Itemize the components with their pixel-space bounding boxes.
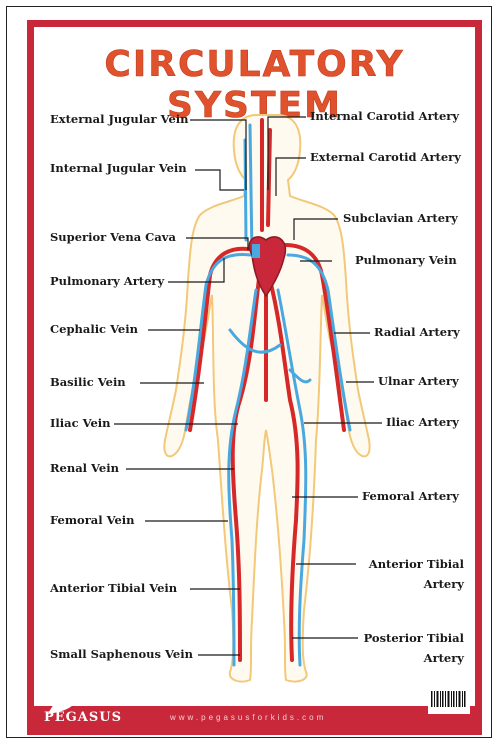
label-posterior-tibial-line1: Posterior Tibial bbox=[362, 628, 464, 648]
label-radial-artery: Radial Artery bbox=[374, 325, 460, 339]
label-iliac-artery: Iliac Artery bbox=[386, 415, 459, 429]
label-anterior-tibial-line2: Artery bbox=[364, 574, 464, 594]
label-basilic-vein: Basilic Vein bbox=[50, 375, 126, 389]
label-posterior-tibial-line2: Artery bbox=[362, 648, 464, 668]
label-pulmonary-vein: Pulmonary Vein bbox=[355, 253, 457, 267]
label-posterior-tibial-artery: Posterior Tibial Artery bbox=[362, 628, 464, 668]
label-iliac-vein: Iliac Vein bbox=[50, 416, 111, 430]
label-anterior-tibial-artery: Anterior Tibial Artery bbox=[364, 554, 464, 594]
label-internal-jugular-vein: Internal Jugular Vein bbox=[50, 161, 187, 175]
label-cephalic-vein: Cephalic Vein bbox=[50, 322, 138, 336]
brand-logo: PEGASUS bbox=[44, 710, 122, 725]
barcode-icon bbox=[428, 688, 470, 714]
label-ulnar-artery: Ulnar Artery bbox=[378, 374, 459, 388]
arteries bbox=[190, 120, 344, 660]
footer-url: www.pegasusforkids.com bbox=[170, 713, 326, 722]
label-anterior-tibial-vein: Anterior Tibial Vein bbox=[50, 581, 177, 595]
label-external-carotid-artery: External Carotid Artery bbox=[310, 150, 461, 164]
label-renal-vein: Renal Vein bbox=[50, 461, 119, 475]
label-femoral-artery: Femoral Artery bbox=[362, 489, 459, 503]
label-femoral-vein: Femoral Vein bbox=[50, 513, 135, 527]
label-subclavian-artery: Subclavian Artery bbox=[343, 211, 458, 225]
label-superior-vena-cava: Superior Vena Cava bbox=[50, 230, 176, 244]
label-internal-carotid-artery: Internal Carotid Artery bbox=[310, 109, 459, 123]
label-external-jugular-vein: External Jugular Vein bbox=[50, 112, 189, 126]
label-pulmonary-artery: Pulmonary Artery bbox=[50, 274, 164, 288]
label-small-saphenous-vein: Small Saphenous Vein bbox=[50, 647, 193, 661]
label-anterior-tibial-line1: Anterior Tibial bbox=[364, 554, 464, 574]
